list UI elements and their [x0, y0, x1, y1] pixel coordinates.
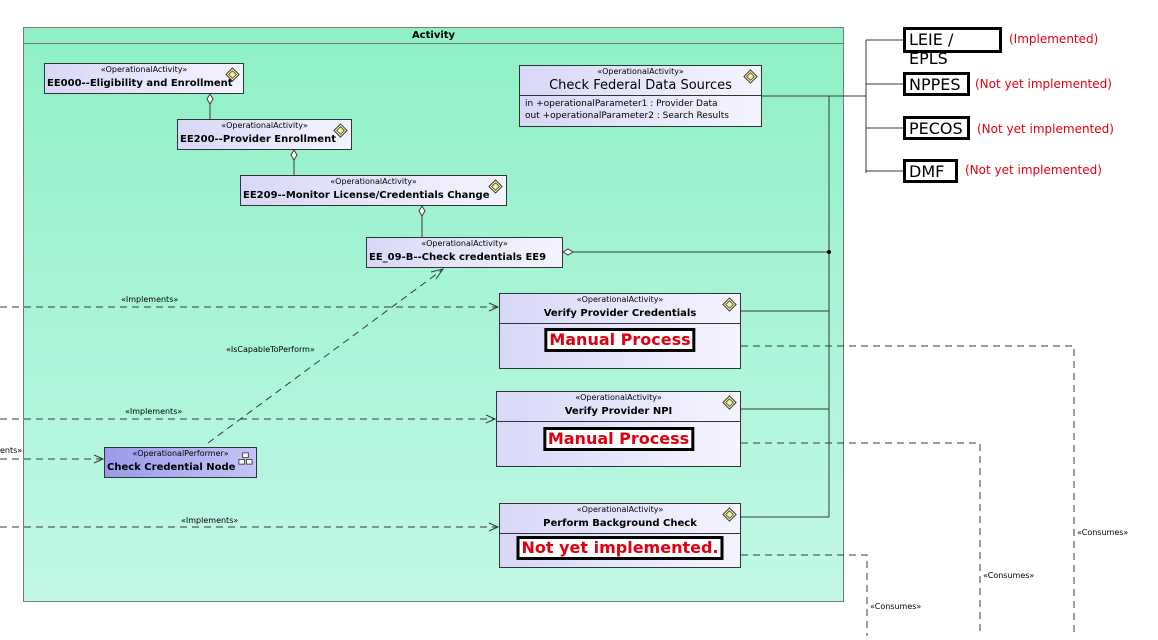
operational-parameter-in: in +operationalParameter1 : Provider Dat…	[525, 99, 718, 109]
implements-label: «Implements»	[181, 516, 239, 525]
operational-activity-icon	[743, 69, 758, 84]
not-implemented-note: Not yet implemented.	[516, 536, 724, 560]
consumes-label: «Consumes»	[1077, 528, 1129, 537]
data-source-name: PECOS	[909, 119, 963, 138]
stereotype-label: «OperationalActivity»	[576, 505, 664, 514]
activity-check-federal-data-sources[interactable]: «OperationalActivity» Check Federal Data…	[519, 65, 762, 127]
operational-activity-icon	[722, 297, 737, 312]
activity-name: Verify Provider Credentials	[543, 308, 697, 319]
data-source-name: NPPES	[909, 75, 961, 94]
activity-name: EE209--Monitor License/Credentials Chang…	[243, 190, 490, 201]
data-source-name: LEIE / EPLS	[909, 30, 954, 68]
operational-activity-icon	[333, 123, 348, 138]
activity-name: Verify Provider NPI	[564, 406, 673, 417]
consumes-label: «Consumes»	[870, 602, 922, 611]
frame-title: Activity	[24, 28, 843, 44]
activity-name: EE_09-B--Check credentials EE9	[369, 252, 547, 263]
data-source-leie-epls[interactable]: LEIE / EPLS	[903, 27, 1002, 68]
compartment-divider	[500, 533, 740, 534]
compartment-divider	[520, 95, 761, 96]
data-source-status: (Not yet implemented)	[975, 77, 1112, 91]
implements-label: «Implements»	[121, 295, 179, 304]
data-source-status: (Not yet implemented)	[965, 163, 1102, 177]
operational-activity-icon	[722, 395, 737, 410]
manual-process-note: Manual Process	[542, 427, 695, 451]
activity-verify-provider-npi[interactable]: «OperationalActivity» Verify Provider NP…	[496, 391, 741, 467]
data-source-pecos[interactable]: PECOS	[903, 116, 970, 140]
operational-activity-icon	[722, 507, 737, 522]
activity-ee000[interactable]: «OperationalActivity» EE000--Eligibility…	[44, 63, 244, 94]
activity-name: Check Federal Data Sources	[549, 78, 732, 93]
compartment-divider	[497, 421, 740, 422]
data-source-status: (Implemented)	[1009, 32, 1099, 46]
activity-name: EE000--Eligibility and Enrollment	[47, 78, 233, 89]
data-source-nppes[interactable]: NPPES	[903, 72, 970, 96]
stereotype-label: «OperationalActivity»	[421, 239, 508, 248]
is-capable-to-perform-label: «IsCapableToPerform»	[226, 345, 315, 354]
consumes-label: «Consumes»	[983, 571, 1035, 580]
performer-check-credential-node[interactable]: «OperationalPerformer» Check Credential …	[104, 447, 257, 478]
activity-ee09b[interactable]: «OperationalActivity» EE_09-B--Check cre…	[366, 237, 563, 268]
stereotype-label: «OperationalActivity»	[597, 67, 684, 76]
data-source-dmf[interactable]: DMF	[903, 159, 958, 183]
stereotype-label: «OperationalActivity»	[575, 393, 662, 402]
activity-ee209[interactable]: «OperationalActivity» EE209--Monitor Lic…	[240, 175, 507, 206]
stereotype-label: «OperationalActivity»	[100, 65, 188, 74]
operational-activity-icon	[488, 179, 503, 194]
activity-verify-provider-credentials[interactable]: «OperationalActivity» Verify Provider Cr…	[499, 293, 741, 369]
stereotype-label: «OperationalPerformer»	[132, 449, 229, 458]
activity-name: EE200--Provider Enrollment	[180, 134, 336, 145]
operational-parameter-out: out +operationalParameter2 : Search Resu…	[525, 111, 729, 121]
operational-activity-icon	[225, 67, 240, 82]
stereotype-label: «OperationalActivity»	[330, 177, 417, 186]
stereotype-label: «OperationalActivity»	[576, 295, 664, 304]
stereotype-label: «OperationalActivity»	[221, 121, 308, 130]
performer-name: Check Credential Node	[107, 462, 236, 473]
manual-process-note: Manual Process	[544, 328, 696, 352]
activity-name: Perform Background Check	[543, 518, 697, 529]
data-source-name: DMF	[909, 162, 945, 181]
compartment-divider	[500, 323, 740, 324]
implements-label-cut: ents»	[0, 446, 23, 455]
activity-ee200[interactable]: «OperationalActivity» EE200--Provider En…	[177, 119, 352, 150]
activity-perform-background-check[interactable]: «OperationalActivity» Perform Background…	[499, 503, 741, 568]
data-source-status: (Not yet implemented)	[977, 122, 1114, 136]
operational-performer-icon	[238, 452, 253, 465]
implements-label: «Implements»	[125, 407, 183, 416]
